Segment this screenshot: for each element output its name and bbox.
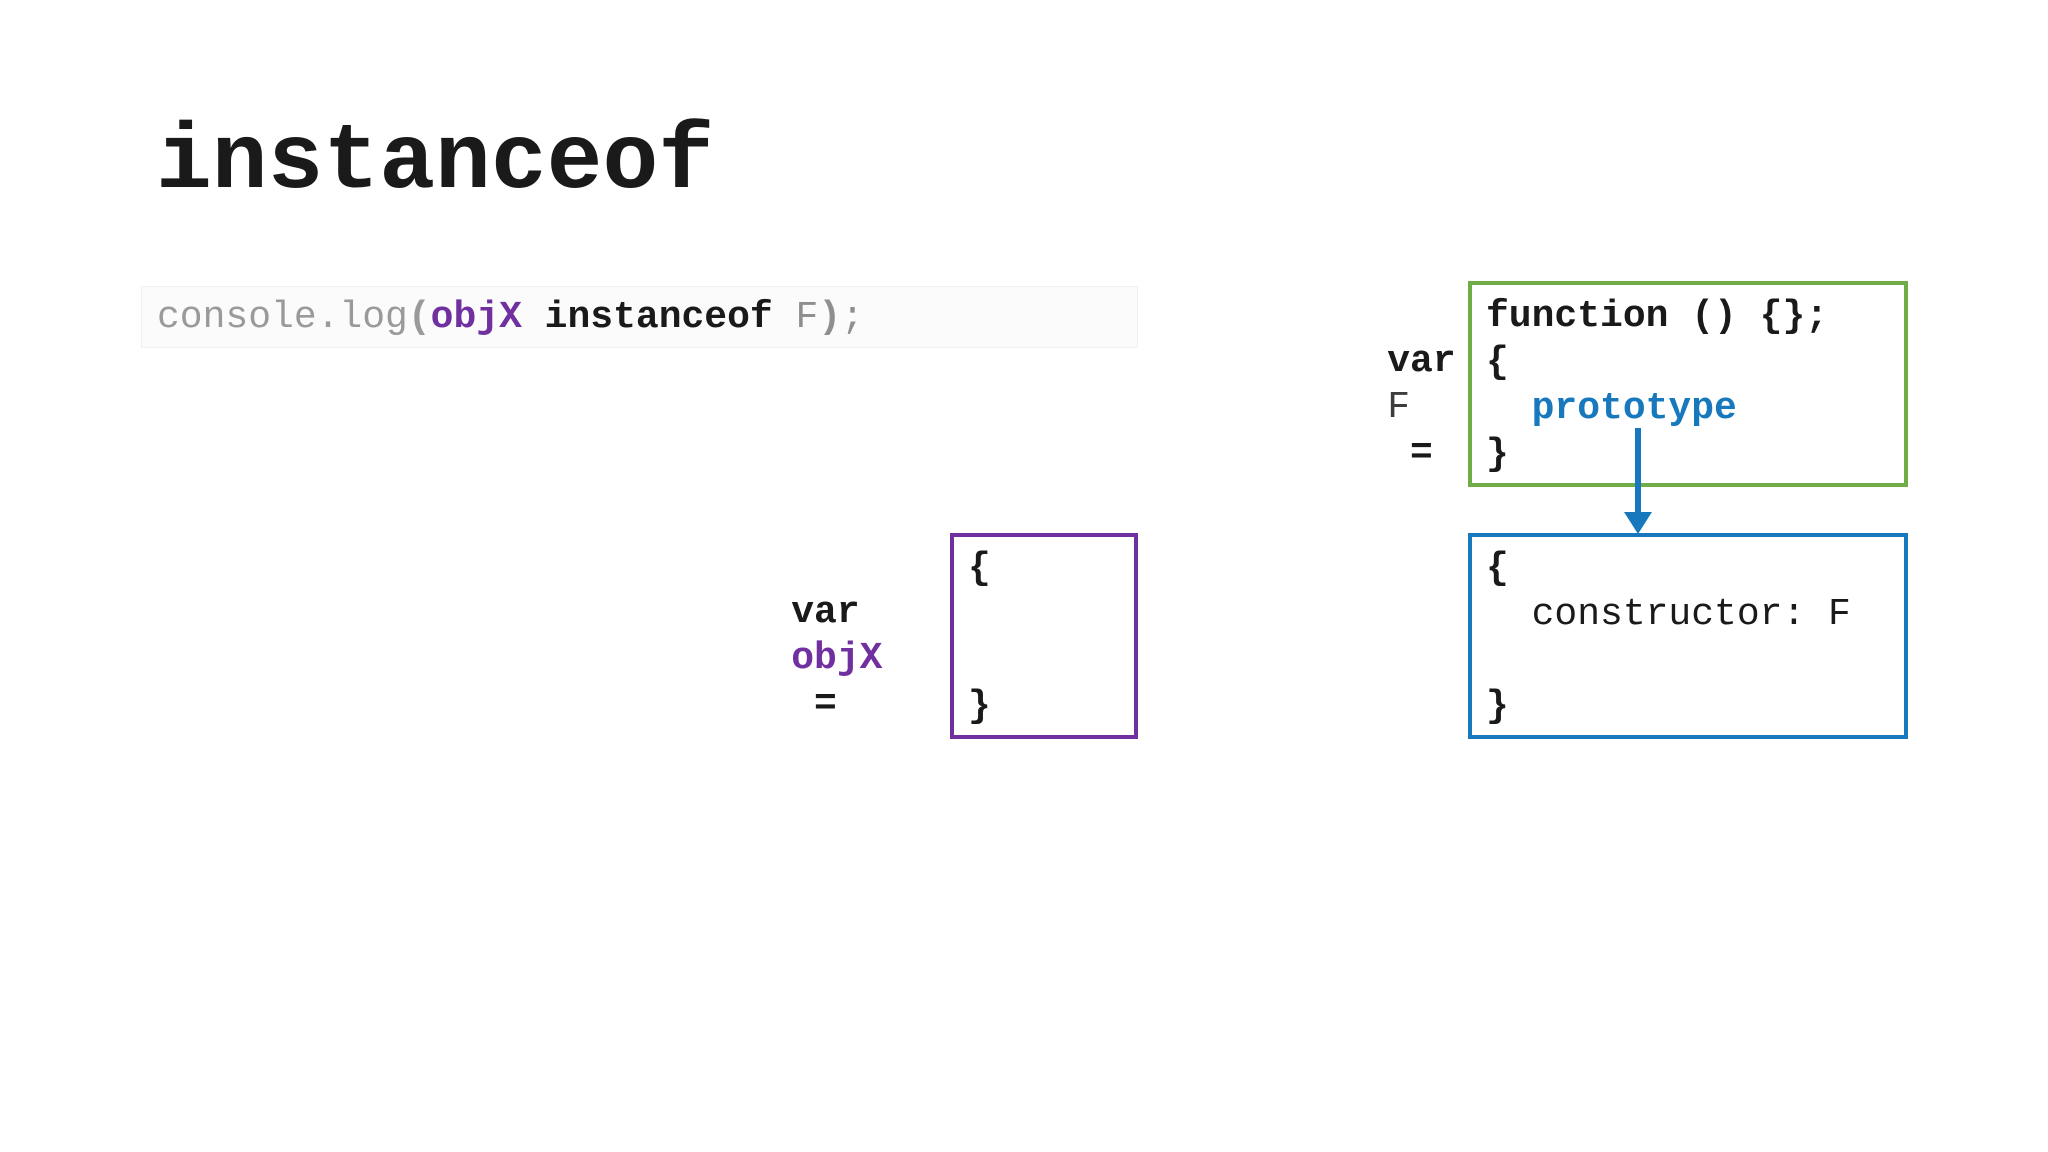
prototype-property-line: prototype [1486, 387, 1737, 430]
objx-object-box: { } [950, 533, 1138, 739]
code-token-f: F [795, 295, 819, 339]
page-title: instanceof [156, 110, 715, 215]
open-brace-line: { [1486, 547, 1509, 590]
close-brace-line: } [968, 685, 991, 728]
function-box: function () {}; { prototype } [1468, 281, 1908, 487]
empty-line [1486, 638, 1904, 684]
var-keyword: var [791, 591, 883, 634]
empty-line [968, 592, 1134, 638]
equals-sign: = [1387, 432, 1433, 475]
var-f-label: var F = [1296, 293, 1478, 523]
var-objx-label: var objX = [700, 544, 882, 774]
code-token-console-log: console.log [157, 295, 408, 339]
code-token-instanceof: instanceof [521, 295, 796, 339]
prototype-object-box: { constructor: F } [1468, 533, 1908, 739]
f-identifier: F [1387, 386, 1411, 429]
objx-identifier: objX [791, 637, 883, 680]
code-token-close-paren: ) [818, 295, 842, 339]
prototype-arrow-line [1635, 428, 1641, 514]
equals-sign: = [791, 683, 837, 726]
var-keyword: var [1387, 340, 1479, 383]
open-brace-line: { [968, 547, 991, 590]
close-brace-line: } [1486, 685, 1509, 728]
function-signature-line: function () {}; [1486, 295, 1829, 338]
prototype-arrow-head-icon [1624, 512, 1652, 534]
code-token-objx: objX [430, 295, 522, 339]
close-brace-line: } [1486, 433, 1509, 476]
code-token-open-paren: ( [407, 295, 431, 339]
constructor-property-line: constructor: F [1486, 593, 1851, 636]
code-token-semicolon: ; [841, 295, 864, 339]
code-snippet-box: console.log ( objX instanceof F ) ; [141, 286, 1138, 348]
open-brace-line: { [1486, 341, 1509, 384]
empty-line [968, 638, 1134, 684]
